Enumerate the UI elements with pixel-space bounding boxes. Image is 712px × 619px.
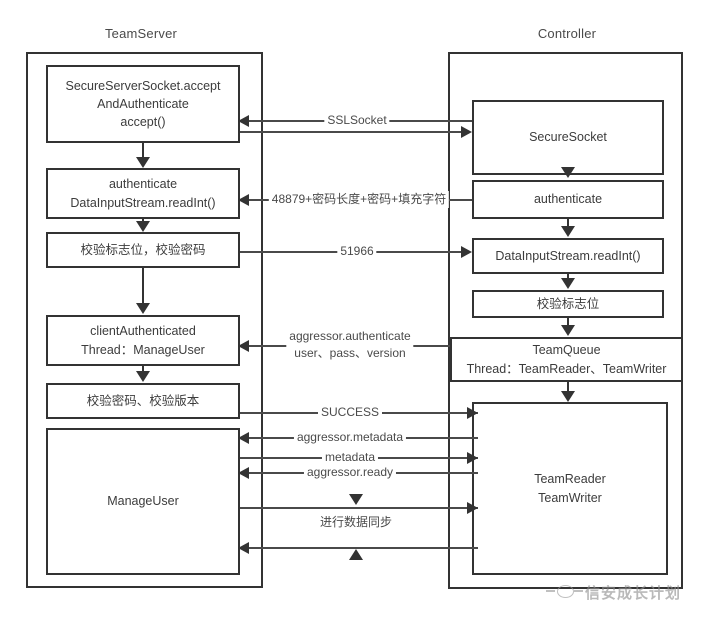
flow-line-left-3 [142,268,144,304]
flow-line-left-1 [142,143,144,159]
node-team-reader-writer: TeamReader TeamWriter [472,402,668,575]
node-manage-user: ManageUser [46,428,240,575]
message-sslsocket-arrowhead [238,115,249,127]
message-data-sync-label: 进行数据同步 [316,514,396,532]
flow-arrow-right-3 [561,278,575,289]
message-aggressor-ready-arrowhead [238,467,249,479]
flow-arrow-left-1 [136,157,150,168]
message-aggressor-ready-label: aggressor.ready [303,464,397,482]
message-sslsocket-label: SSLSocket [324,112,390,130]
message-aggressor-metadata-label: aggressor.metadata [293,429,407,447]
message-metadata-label: metadata [321,449,379,467]
flow-arrow-right-4 [561,325,575,336]
watermark-dot-icon [557,585,574,598]
node-verify-flag: 校验标志位 [472,290,664,318]
node-team-queue: TeamQueue Thread：TeamReader、TeamWriter [450,337,683,382]
message-data-sync-in-arrowhead [238,542,249,554]
flow-arrow-right-1 [561,167,575,178]
watermark-dash-right [574,590,583,592]
message-51966-arrowhead [461,246,472,258]
message-success-label: SUCCESS [317,404,383,422]
watermark-text: 信安成长计划 [585,585,682,602]
node-verify-flag-password: 校验标志位，校验密码 [46,232,240,268]
flow-line-right-4 [567,318,569,328]
message-passwd-packet-label: 48879+密码长度+密码+填充字符 [268,191,450,209]
flow-line-right-2 [567,219,569,228]
message-success-arrowhead [467,407,478,419]
flow-arrow-right-5 [561,391,575,402]
message-51966-label: 51966 [337,243,377,261]
node-secure-socket: SecureSocket [472,100,664,175]
message-aggressor-metadata-arrowhead [238,432,249,444]
node-verify-password-version: 校验密码、校验版本 [46,383,240,419]
flow-line-left-4 [142,366,144,373]
message-data-sync-out-marker [349,494,363,505]
flow-arrow-right-2 [561,226,575,237]
node-authenticate-readint: authenticate DataInputStream.readInt() [46,168,240,219]
message-data-sync-in-line [249,547,478,549]
flow-line-right-3 [567,274,569,279]
message-aggressor-authenticate-label: aggressor.authenticate user、pass、version [286,328,414,363]
message-sslsocket-return-arrowhead [461,126,472,138]
lifeline-left [261,52,263,588]
flow-line-right-5 [567,382,569,394]
message-data-sync-out-line [240,507,478,509]
node-secure-server-socket: SecureServerSocket.accept AndAuthenticat… [46,65,240,143]
node-datainputstream-readint: DataInputStream.readInt() [472,238,664,274]
flow-arrow-left-3 [136,303,150,314]
lane-title-teamserver: TeamServer [104,26,178,41]
flow-arrow-left-4 [136,371,150,382]
message-data-sync-out-arrowhead [467,502,478,514]
message-sslsocket-return-line [240,131,462,133]
message-data-sync-in-marker [349,549,363,560]
flow-arrow-left-2 [136,221,150,232]
node-authenticate: authenticate [472,180,664,219]
message-metadata-arrowhead [467,452,478,464]
message-aggressor-authenticate-arrowhead [238,340,249,352]
watermark-dash-left [546,590,555,592]
node-client-authenticated: clientAuthenticated Thread：ManageUser [46,315,240,366]
lane-title-controller: Controller [537,26,597,41]
message-passwd-packet-arrowhead [238,194,249,206]
